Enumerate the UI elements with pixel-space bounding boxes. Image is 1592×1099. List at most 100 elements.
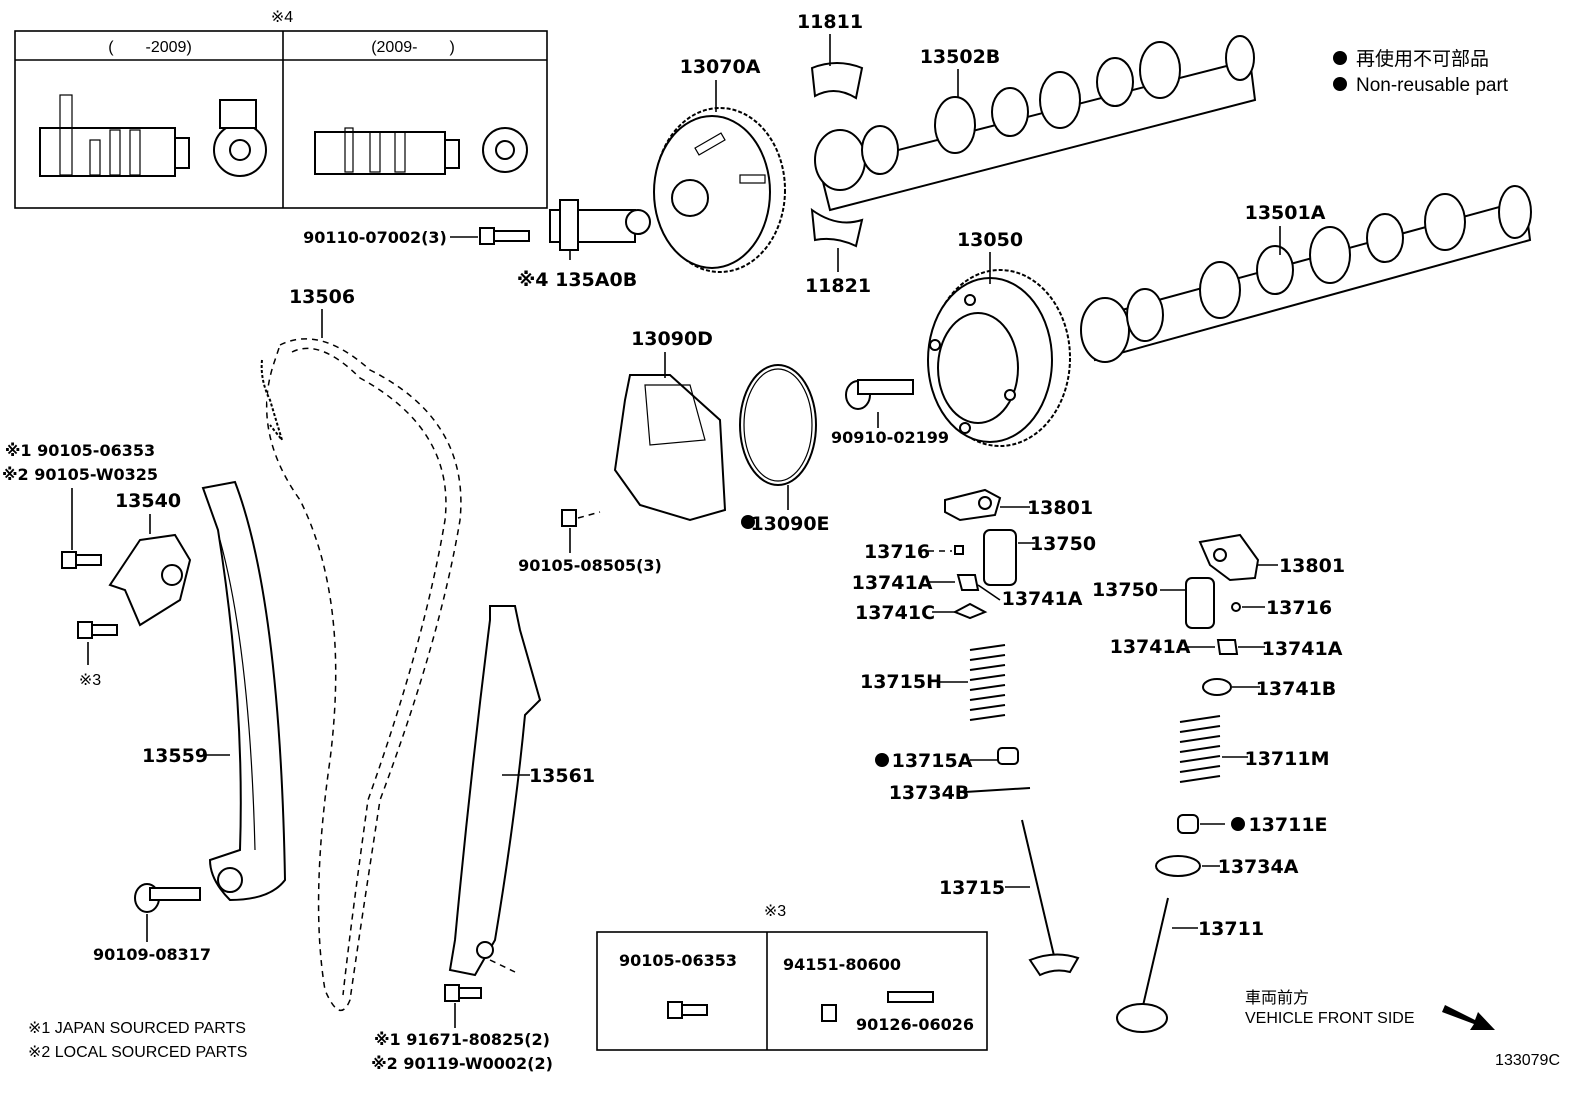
inset-bottom-marker: ※3: [764, 903, 786, 920]
label-13050: 13050: [957, 229, 1023, 251]
footnote-2: ※2 LOCAL SOURCED PARTS: [28, 1044, 247, 1061]
label-13741A-d: 13741A: [1262, 638, 1343, 660]
label-13741A-c: 13741A: [1110, 636, 1191, 658]
ocv-old-illustration: [39, 94, 267, 177]
vehicle-front-en: VEHICLE FRONT SIDE: [1245, 1010, 1415, 1027]
valve-keeper-13741A-right: [1216, 639, 1239, 655]
label-13716-left: 13716: [864, 541, 930, 563]
washer-13734A: [1155, 855, 1201, 877]
label-13716-right: 13716: [1266, 597, 1332, 619]
footnote-1: ※1 JAPAN SOURCED PARTS: [28, 1020, 246, 1037]
valve-seal-13711E: [1177, 814, 1199, 834]
label-13801-right: 13801: [1279, 555, 1345, 577]
retainer-13741C: [952, 602, 988, 620]
inset-part-90105-06353: 90105-06353: [619, 951, 737, 970]
non-reusable-mark-13711E: [1231, 817, 1245, 831]
label-13561: 13561: [529, 765, 595, 787]
ocv-new-illustration: [314, 127, 528, 175]
shim-13716-right: [1231, 602, 1241, 612]
label-11811: 11811: [797, 11, 863, 33]
label-13502B: 13502B: [920, 46, 1001, 68]
rocker-arm-13801-right: [1198, 533, 1260, 582]
label-13711M: 13711M: [1244, 748, 1329, 770]
label-13090E: 13090E: [750, 513, 829, 535]
bolt-90109: [134, 883, 201, 913]
valve-keeper-13741A-left: [956, 574, 980, 591]
camshaft-13501A: [1080, 185, 1532, 363]
label-13734A: 13734A: [1218, 856, 1299, 878]
camshaft-timing-gear-13070A: [653, 107, 786, 273]
chain-guide-13561: [448, 605, 542, 977]
bearing-11821: [810, 207, 864, 248]
inset-bolt-options: ※3 90105-06353 94151-80600 90126-06026: [596, 903, 988, 1051]
label-90105-06353: ※1 90105-06353: [5, 441, 155, 460]
label-13750-right: 13750: [1092, 579, 1158, 601]
label-91671: ※1 91671-80825(2): [374, 1030, 550, 1049]
lash-adjuster-13750-right: [1185, 577, 1215, 629]
label-13711E: 13711E: [1248, 814, 1327, 836]
label-13715H: 13715H: [860, 671, 942, 693]
illustration-id: 133079C: [1495, 1052, 1560, 1069]
non-reusable-mark-13715A: [875, 753, 889, 767]
label-90110: 90110-07002(3): [303, 228, 447, 247]
inset-marker: ※4: [271, 9, 293, 26]
label-13741C: 13741C: [855, 602, 935, 624]
bolt-91671: [444, 984, 482, 1002]
o-ring-13090E: [739, 364, 817, 486]
front-direction-arrow-icon: [1442, 1005, 1495, 1030]
label-13711: 13711: [1198, 918, 1264, 940]
timing-chain-13506: [260, 338, 462, 1012]
valve-13711: [1116, 897, 1169, 1033]
label-13750-left: 13750: [1030, 533, 1096, 555]
bolt-90110: [479, 227, 530, 245]
bolt-ref3: [77, 621, 118, 639]
label-13741A-a: 13741A: [852, 572, 933, 594]
valve-13715: [1021, 819, 1080, 977]
rocker-arm-13801-left: [944, 488, 1002, 522]
chain-tensioner-13090D: [613, 374, 727, 522]
inset-col2-label: (2009- ): [371, 39, 455, 56]
inset-part-94151: 94151-80600: [783, 955, 901, 974]
lash-adjuster-13750-left: [983, 529, 1017, 586]
bolt-90910: [845, 379, 914, 410]
retainer-13741B: [1202, 678, 1232, 696]
label-90105-08505: 90105-08505(3): [518, 556, 662, 575]
vehicle-front-jp: 車両前方: [1245, 989, 1309, 1007]
label-90109: 90109-08317: [93, 945, 211, 964]
label-13801-left: 13801: [1027, 497, 1093, 519]
label-13715A: 13715A: [892, 750, 973, 772]
label-13501A: 13501A: [1245, 202, 1326, 224]
camshaft-13502B: [814, 35, 1257, 212]
legend-bullet-2: [1333, 77, 1347, 91]
inset-col1-label: ( -2009): [108, 39, 192, 56]
bolt-90105-06353: [61, 551, 102, 569]
label-90910: 90910-02199: [831, 428, 949, 447]
chain-guide-13559: [201, 480, 287, 902]
washer-13734B: [964, 787, 1031, 793]
legend: 再使用不可部品 Non-reusable part: [1333, 48, 1509, 96]
label-13559: 13559: [142, 745, 208, 767]
non-reusable-mark-13090E: [741, 515, 755, 529]
label-13540: 13540: [115, 490, 181, 512]
legend-bullet-1: [1333, 51, 1347, 65]
label-13741A-b: 13741A: [1002, 588, 1083, 610]
valve-seal-13715A: [997, 747, 1019, 765]
valve-spring-13711M: [1179, 715, 1221, 783]
shim-13716-left: [954, 545, 964, 555]
camshaft-timing-gear-13050: [927, 269, 1071, 447]
legend-jp: 再使用不可部品: [1356, 48, 1489, 70]
label-13506: 13506: [289, 286, 355, 308]
inset-variant-box: ※4 ( -2009) (2009- ): [14, 9, 548, 209]
inset-part-90126: 90126-06026: [856, 1015, 974, 1034]
label-13090D: 13090D: [631, 328, 713, 350]
oil-control-valve-135A0B: [549, 199, 651, 251]
label-13741B: 13741B: [1256, 678, 1337, 700]
label-13734B: 13734B: [889, 782, 970, 804]
legend-en: Non-reusable part: [1356, 75, 1509, 96]
bracket-13540: [108, 533, 192, 627]
label-90105-W0325: ※2 90105-W0325: [2, 465, 158, 484]
bolt-90105-08505: [561, 509, 601, 527]
bearing-11811: [810, 62, 864, 100]
label-13715: 13715: [939, 877, 1005, 899]
